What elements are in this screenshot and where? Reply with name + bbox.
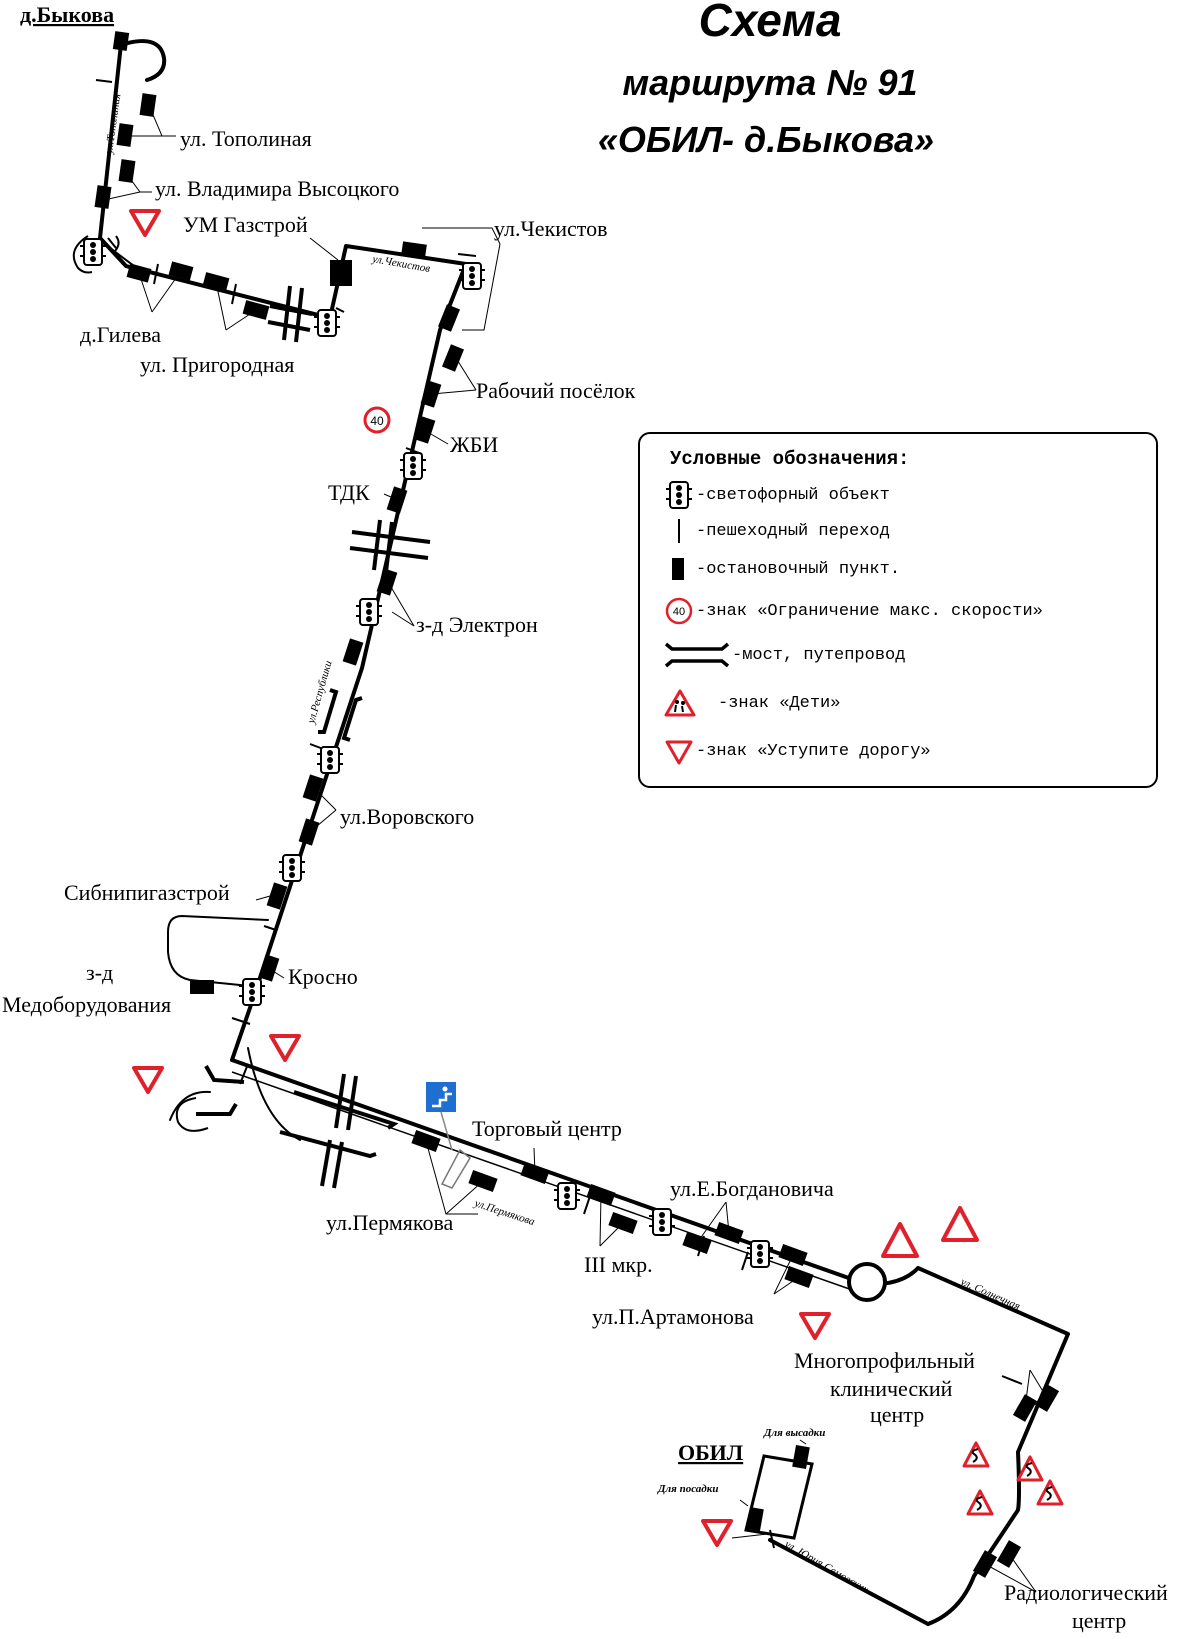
street-permyakova: ул.Пермякова [472, 1197, 537, 1228]
street-semovskikh: ул. Юрия Семовских [782, 1538, 871, 1596]
label-prigorodnaya: ул. Пригородная [140, 352, 294, 377]
label-medob-1: з-д [86, 960, 113, 985]
terminal-obil: ОБИЛ [678, 1440, 744, 1465]
svg-text:40: 40 [673, 606, 685, 618]
label-mkc-1: Многопрофильный [794, 1348, 975, 1373]
label-tdk: ТДК [328, 480, 370, 505]
speed-limit-icon: 40 [664, 596, 694, 626]
label-zhbi: ЖБИ [450, 432, 498, 457]
label-krosno: Кросно [288, 964, 358, 989]
label-rabochiy: Рабочий посёлок [476, 378, 636, 403]
legend-item-bus-stop: -остановочный пункт. [664, 554, 900, 584]
bus-stops [94, 31, 1060, 1578]
label-mkc-3: центр [870, 1402, 924, 1427]
legend-text: -светофорный объект [696, 485, 890, 505]
label-topolinaya: ул. Тополиная [180, 126, 312, 151]
crosswalks [95, 79, 1023, 1549]
turn-arrows [72, 235, 209, 1132]
legend-title: Условные обозначения: [670, 448, 910, 470]
roundabout [847, 1262, 887, 1302]
label-chekistov: ул.Чекистов [494, 216, 608, 241]
bridges [196, 285, 431, 1189]
svg-text:40: 40 [370, 414, 384, 428]
leader-lines [103, 102, 1048, 1593]
title-line-2: маршрута № 91 [622, 62, 917, 103]
yield-sign-icon [664, 736, 694, 766]
title-line-1: Схема [699, 0, 842, 46]
label-alighting: Для высадки [763, 1427, 825, 1439]
bus-stop-icon [664, 554, 694, 584]
pedestrian-underpass-sign [426, 1082, 471, 1189]
bend-warning-signs [962, 1441, 1064, 1516]
label-permyakova: ул.Пермякова [326, 1210, 454, 1235]
label-medob-2: Медоборудования [2, 992, 171, 1017]
label-gileva: д.Гилева [80, 322, 161, 347]
label-vorovskogo: ул.Воровского [340, 804, 474, 829]
legend-text: -знак «Уступите дорогу» [696, 741, 931, 761]
yield-signs [129, 209, 979, 1547]
legend-item-traffic-light: -светофорный объект [664, 480, 890, 510]
label-radio-2: центр [1072, 1608, 1126, 1633]
legend-text: -остановочный пункт. [696, 559, 901, 579]
legend-text: -знак «Ограничение макс. скорости» [696, 601, 1043, 621]
label-artamonova: ул.П.Артамонова [592, 1304, 754, 1329]
label-boarding: Для посадки [657, 1483, 718, 1495]
label-torg: Торговый центр [472, 1116, 622, 1141]
legend-item-yield: -знак «Уступите дорогу» [664, 736, 931, 766]
title-line-3: «ОБИЛ- д.Быкова» [598, 119, 934, 160]
street-solnechnaya: ул. Солнечная [958, 1275, 1022, 1312]
bridge-icon [664, 640, 730, 670]
legend-item-bridge: -мост, путепровод [664, 640, 905, 670]
legend: Условные обозначения: -светофорный объек… [638, 432, 1158, 788]
legend-item-children: -знак «Дети» [664, 688, 840, 718]
crosswalk-icon [664, 516, 694, 546]
label-radio-1: Радиологический [1004, 1580, 1168, 1605]
label-elektron: з-д Электрон [416, 612, 538, 637]
children-sign-icon [664, 688, 716, 718]
legend-text: -знак «Дети» [718, 693, 841, 713]
traffic-light-icon [664, 480, 694, 510]
legend-item-speed-limit: 40 -знак «Ограничение макс. скорости» [664, 596, 1043, 626]
legend-text: -пешеходный переход [696, 521, 890, 541]
label-iii-mkr: III мкр. [584, 1252, 653, 1277]
speed-limit-sign: 40 [363, 406, 391, 434]
label-vysotskogo: ул. Владимира Высоцкого [155, 176, 399, 201]
label-um-gazstroy: УМ Газстрой [183, 212, 308, 237]
terminal-bykova: д.Быкова [20, 2, 114, 27]
legend-text: -мост, путепровод [732, 645, 906, 665]
label-bogdanovicha: ул.Е.Богдановича [670, 1176, 834, 1201]
legend-item-crosswalk: -пешеходный переход [664, 516, 890, 546]
label-sibnipi: Сибнипигазстрой [64, 880, 230, 905]
label-mkc-2: клинический [830, 1376, 953, 1401]
